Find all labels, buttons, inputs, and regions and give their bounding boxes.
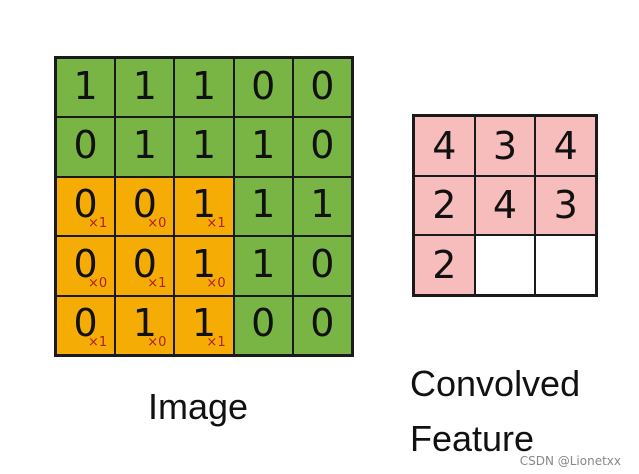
kernel-weight: ×0 <box>206 275 226 291</box>
kernel-cell: 0×0 <box>56 236 116 296</box>
image-cell: 0 <box>233 295 293 355</box>
feature-cell: 3 <box>535 175 596 236</box>
kernel-weight: ×1 <box>206 335 226 350</box>
image-caption: Image <box>148 386 249 427</box>
kernel-cell: 0×1 <box>56 176 116 237</box>
feature-cell: 4 <box>535 116 596 176</box>
feature-value: 4 <box>492 183 518 228</box>
cell-value: 1 <box>132 123 157 168</box>
convolved-feature-grid: 4 3 4 2 4 3 2 <box>412 114 598 297</box>
feature-cell: 2 <box>414 235 475 295</box>
cell-value: 1 <box>191 63 217 108</box>
cell-value: 1 <box>251 182 276 227</box>
image-cell: 1 <box>174 58 234 118</box>
cell-value: 1 <box>191 182 217 227</box>
cell-value: 0 <box>310 123 335 168</box>
cell-value: 0 <box>73 123 98 168</box>
cell-value: 1 <box>310 182 335 227</box>
feature-value: 2 <box>432 243 457 288</box>
feature-caption-line1: Convolved <box>410 363 581 404</box>
feature-cell-empty <box>474 235 536 295</box>
image-cell: 1 <box>233 236 293 296</box>
kernel-cell: 0×0 <box>115 176 175 237</box>
cell-value: 1 <box>132 301 157 346</box>
cell-value: 0 <box>310 63 335 108</box>
kernel-weight: ×0 <box>88 275 108 291</box>
image-cell: 1 <box>292 176 352 237</box>
cell-value: 1 <box>191 123 217 168</box>
image-cell: 0 <box>233 58 293 118</box>
cell-value: 1 <box>132 63 157 108</box>
image-cell: 0 <box>292 117 352 177</box>
feature-value: 4 <box>553 123 578 168</box>
image-cell: 1 <box>115 58 175 118</box>
cell-value: 0 <box>73 182 98 227</box>
cell-value: 0 <box>73 241 98 286</box>
kernel-weight: ×1 <box>206 216 226 232</box>
feature-cell: 4 <box>474 175 536 236</box>
cell-value: 0 <box>73 301 98 346</box>
kernel-cell: 1×1 <box>174 295 234 355</box>
kernel-cell: 1×0 <box>115 295 175 355</box>
feature-cell: 4 <box>414 116 475 176</box>
cell-value: 1 <box>73 63 98 108</box>
image-cell: 0 <box>292 295 352 355</box>
image-cell: 1 <box>174 117 234 177</box>
kernel-cell: 0×1 <box>115 236 175 296</box>
image-cell: 0 <box>56 117 116 177</box>
kernel-cell: 1×1 <box>174 176 234 237</box>
cell-value: 0 <box>310 301 335 346</box>
cell-value: 0 <box>310 241 335 286</box>
input-image-grid: 1 1 1 0 0 0 1 1 1 0 0×1 0×0 1×1 1 1 0×0 … <box>54 56 354 357</box>
watermark: CSDN @Lionetxx <box>519 454 621 468</box>
image-cell: 0 <box>292 236 352 296</box>
cell-value: 0 <box>132 182 157 227</box>
cell-value: 1 <box>191 301 217 346</box>
kernel-weight: ×1 <box>88 216 108 232</box>
image-cell: 1 <box>233 117 293 177</box>
cell-value: 0 <box>251 63 276 108</box>
feature-value: 3 <box>553 183 578 228</box>
cell-value: 0 <box>132 241 157 286</box>
image-cell: 0 <box>292 58 352 118</box>
cell-value: 1 <box>251 241 276 286</box>
feature-cell-empty <box>535 235 596 295</box>
cell-value: 1 <box>191 241 217 286</box>
feature-caption: Convolved Feature <box>410 356 580 466</box>
kernel-weight: ×1 <box>88 335 108 350</box>
kernel-weight: ×1 <box>147 275 167 291</box>
kernel-weight: ×0 <box>147 216 167 232</box>
feature-cell: 3 <box>474 116 536 176</box>
image-cell: 1 <box>233 176 293 237</box>
feature-value: 3 <box>492 123 518 168</box>
kernel-weight: ×0 <box>147 335 167 350</box>
feature-cell: 2 <box>414 175 475 236</box>
cell-value: 1 <box>251 123 276 168</box>
kernel-cell: 1×0 <box>174 236 234 296</box>
feature-caption-line2: Feature <box>410 418 535 459</box>
cell-value: 0 <box>251 301 276 346</box>
feature-value: 4 <box>432 123 457 168</box>
image-cell: 1 <box>115 117 175 177</box>
feature-value: 2 <box>432 183 457 228</box>
image-cell: 1 <box>56 58 116 118</box>
kernel-cell: 0×1 <box>56 295 116 355</box>
